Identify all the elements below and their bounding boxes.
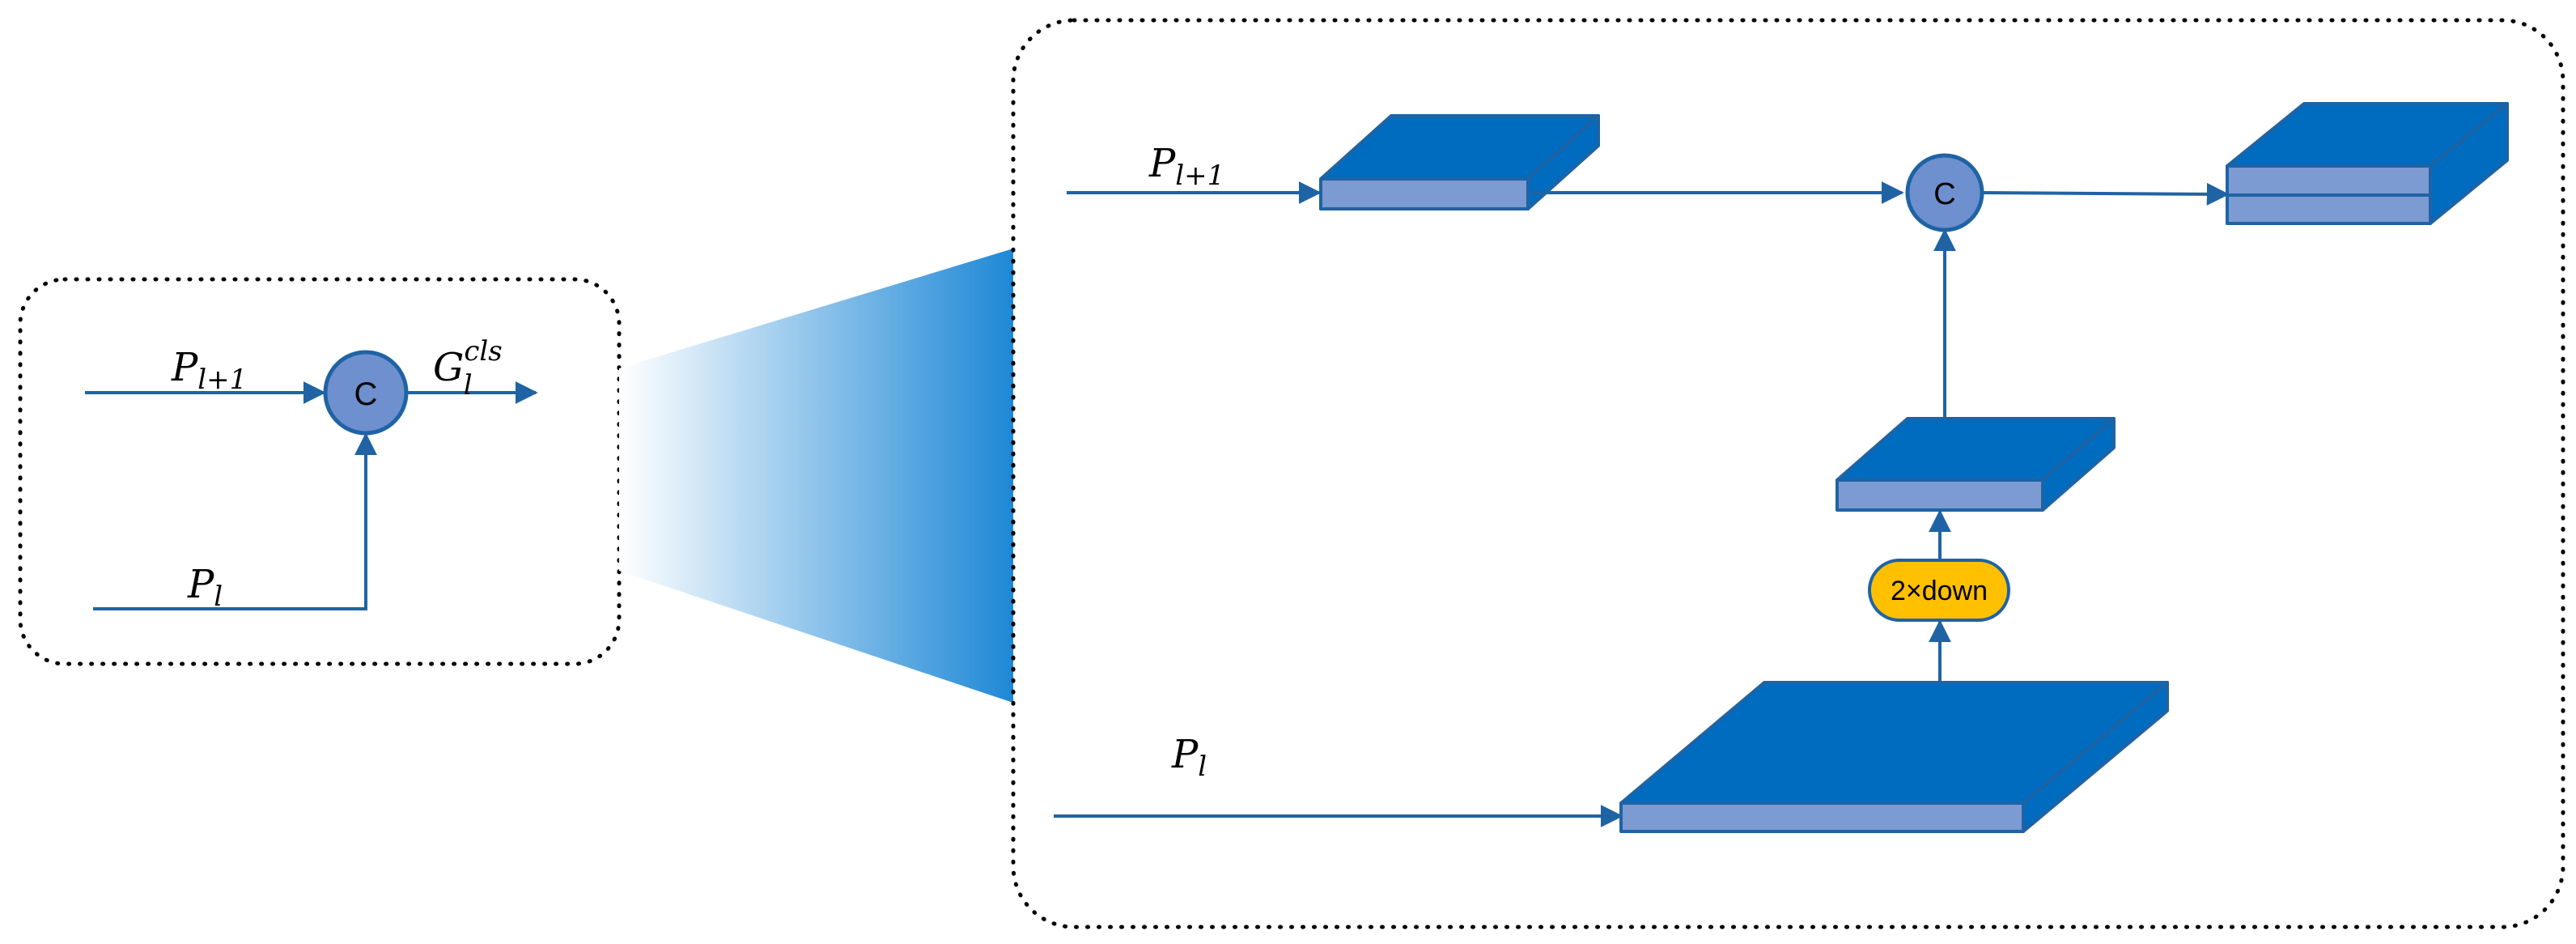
summary-bottom-input-arrow [93,432,377,610]
summary-concat-label: C [354,376,378,412]
summary-panel-border [18,277,622,666]
detail-panel: Pl+1 C [1011,18,2565,929]
top-feature-block [1319,114,1600,210]
zoom-connector [619,249,1013,703]
detail-concat-node: C [1905,153,1984,232]
detail-bottom-input-label: Pl [1171,732,1207,783]
summary-bottom-input-label: Pl [187,562,223,613]
detail-concat-label: C [1933,177,1955,211]
downsample-label: 2×down [1891,576,1988,606]
summary-top-input-label: Pl+1 [171,345,247,396]
concat-to-output-arrow [1981,182,2230,206]
downsampled-feature-block [1835,417,2116,512]
downsample-operation: 2×down [1868,559,2010,622]
detail-top-input-label: Pl+1 [1148,141,1224,192]
output-feature-block [2226,102,2509,225]
bottom-feature-block [1619,681,2169,833]
detail-panel-border [1011,18,2565,929]
summary-concat-node: C [323,350,409,436]
